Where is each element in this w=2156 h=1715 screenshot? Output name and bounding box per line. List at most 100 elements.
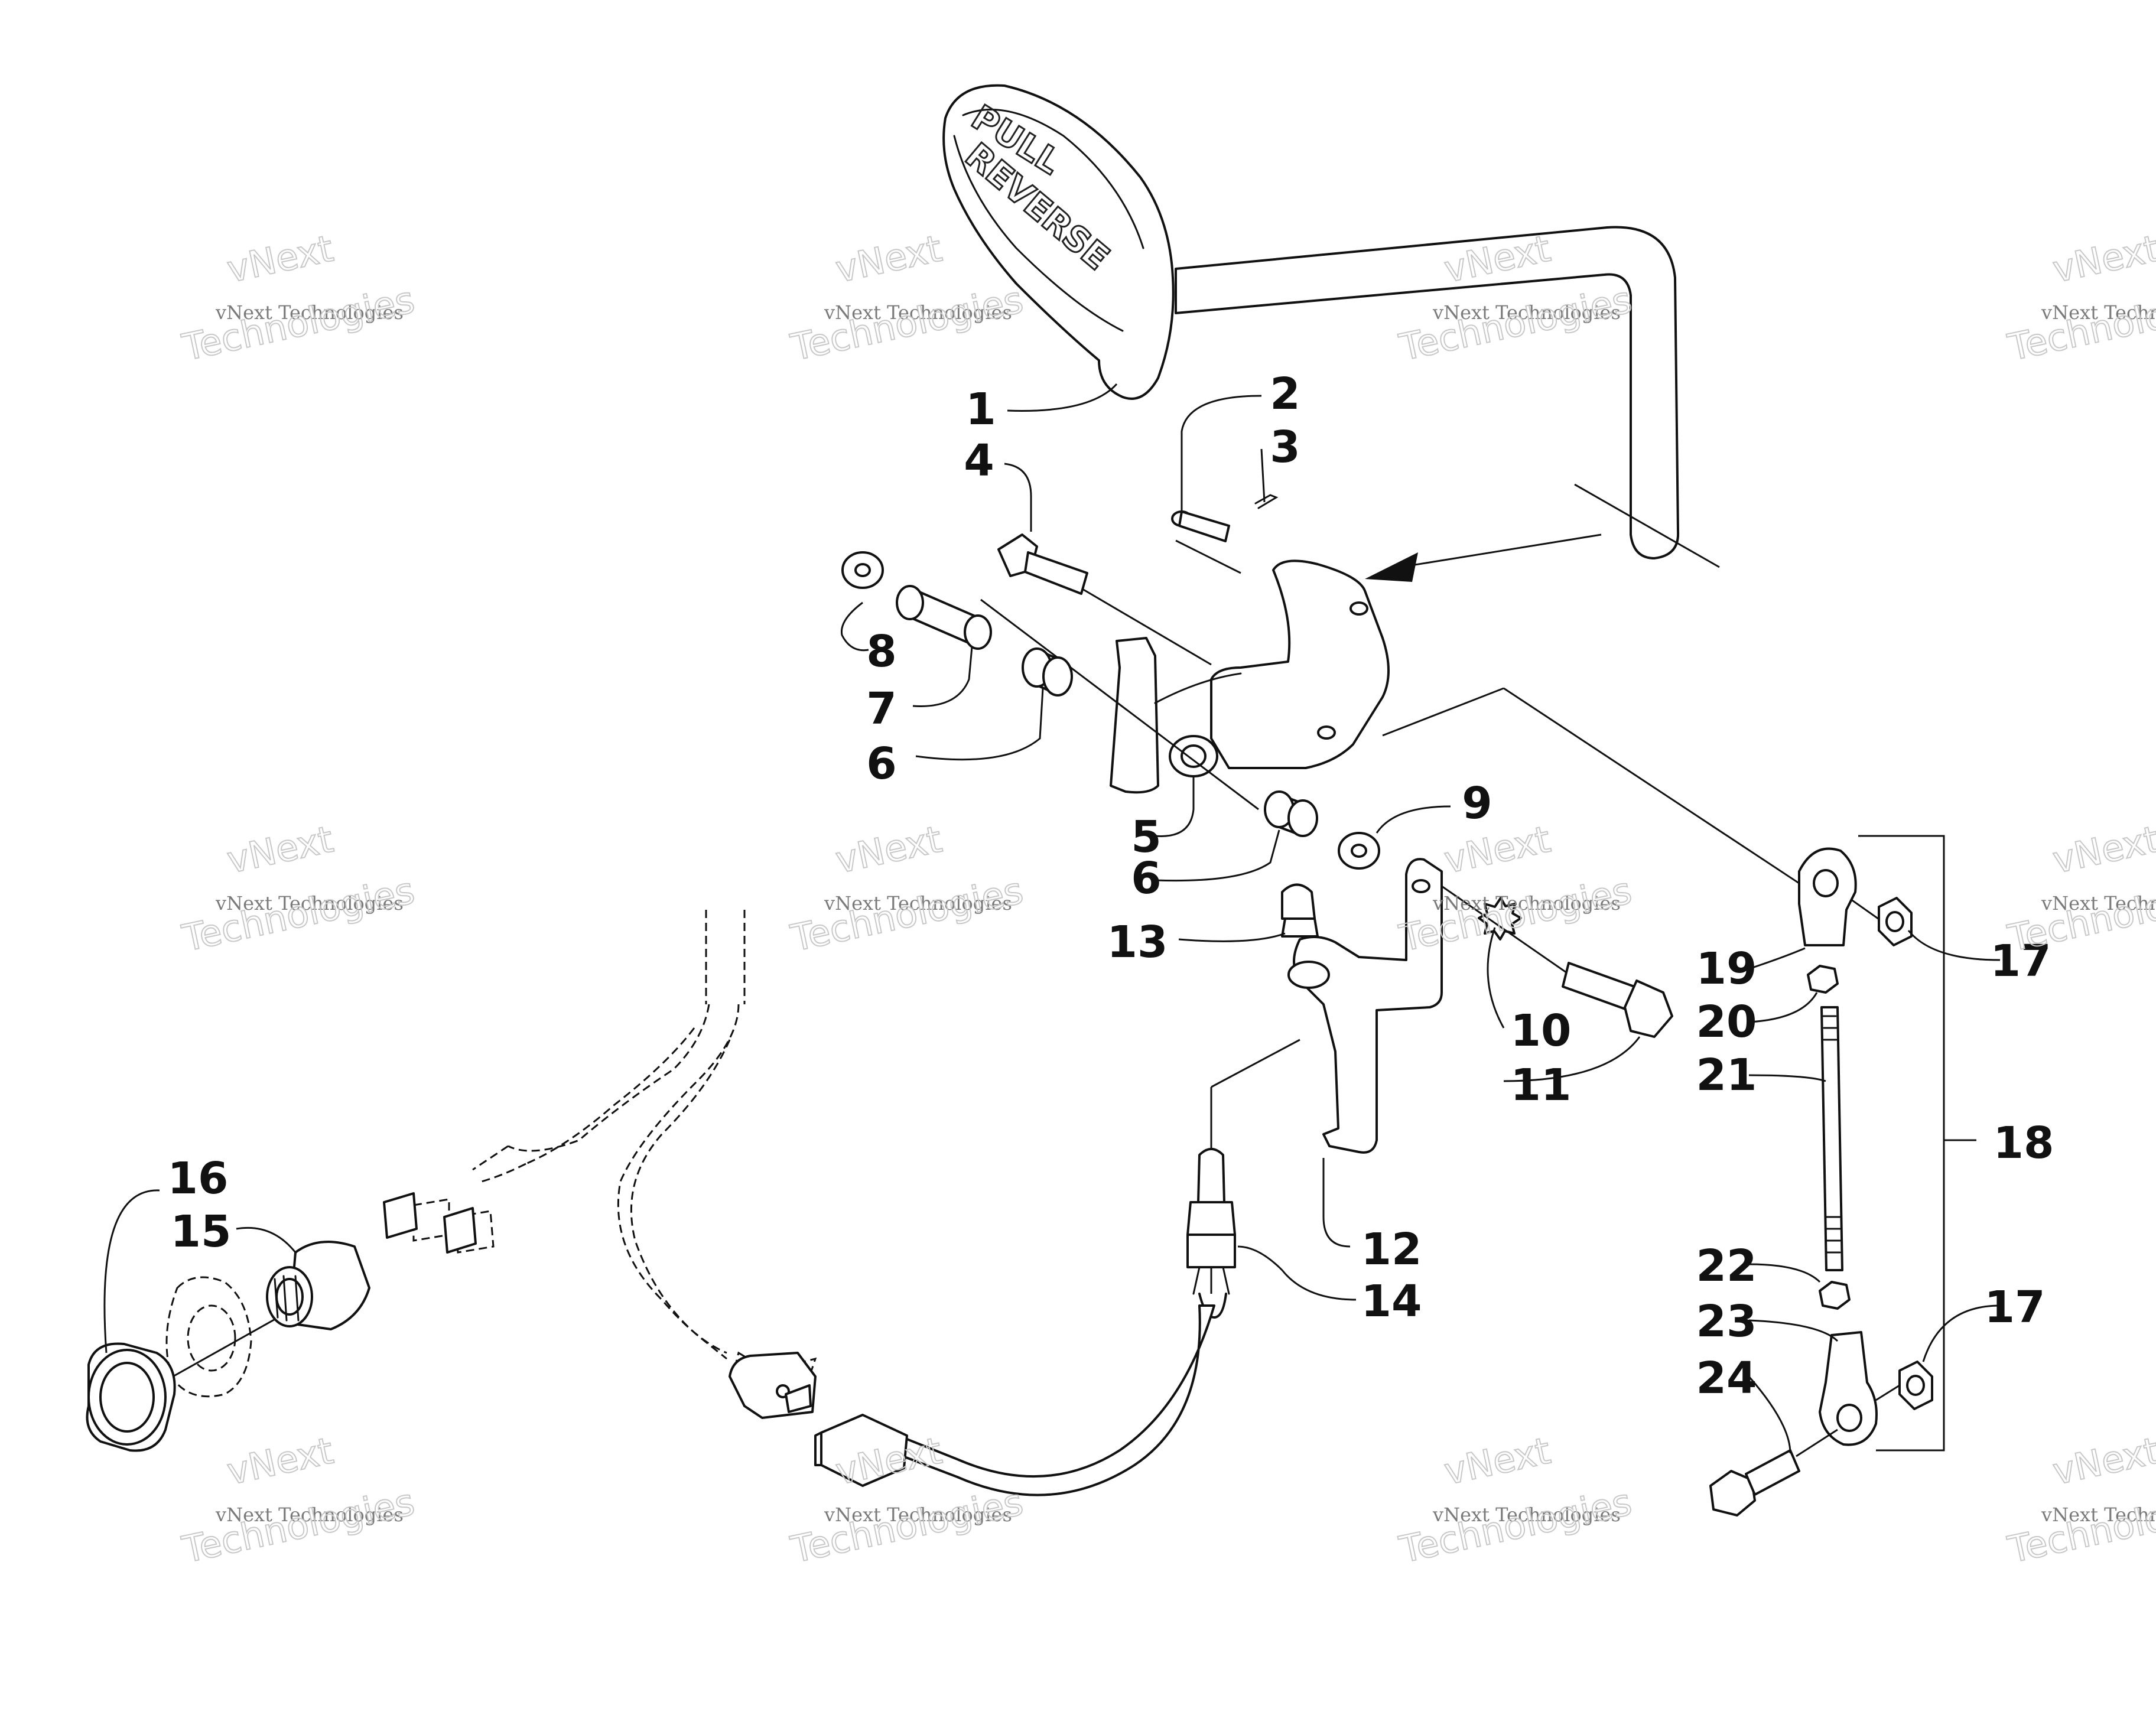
- callout-15: 15: [171, 1206, 232, 1257]
- callout-17b: 17: [1985, 1282, 2046, 1333]
- plug-terminals: [383, 1192, 477, 1254]
- svg-text:vNext Technologies: vNext Technologies: [1432, 301, 1621, 324]
- reverse-handle: PULL REVERSE: [942, 84, 1680, 559]
- nut-17-lower: [1898, 1361, 1933, 1410]
- jam-nut-22: [1819, 1281, 1851, 1310]
- clevis-pin: [1171, 510, 1230, 542]
- callout-13: 13: [1107, 917, 1168, 968]
- rod-end-23: [1819, 1331, 1878, 1446]
- link-line-diag: [1503, 687, 1809, 890]
- svg-text:Technologies: Technologies: [787, 278, 1027, 369]
- washer-9: [1338, 832, 1380, 870]
- assembly-18-bracket: [1858, 835, 1945, 1452]
- callout-6a: 6: [866, 738, 897, 789]
- callout-17a: 17: [1991, 936, 2051, 987]
- svg-text:vNext: vNext: [832, 818, 945, 882]
- rod-centerline: [1365, 483, 1720, 582]
- svg-text:Technologies: Technologies: [178, 1480, 418, 1571]
- callout-numbers: 1 2 3 4 5 6 6 7 8 9 10 11 12 13 14 15 16…: [168, 369, 2054, 1404]
- reverse-switch-14: [814, 1039, 1300, 1496]
- svg-text:Technologies: Technologies: [2004, 278, 2156, 369]
- callout-7: 7: [866, 684, 897, 734]
- svg-text:vNext: vNext: [2049, 227, 2156, 291]
- mounting-panel-dashed: [165, 1276, 252, 1398]
- svg-text:vNext: vNext: [2049, 818, 2156, 882]
- jam-nut-20: [1807, 965, 1839, 994]
- svg-text:vNext Technologies: vNext Technologies: [215, 301, 404, 324]
- svg-text:vNext Technologies: vNext Technologies: [2041, 1504, 2156, 1526]
- link-line-upper: [1382, 687, 1504, 737]
- washer-8: [841, 551, 884, 589]
- watermark: vNext Technologies vNext Technologies: [2004, 1428, 2156, 1572]
- bolt-24: [1709, 1449, 1800, 1517]
- svg-text:Technologies: Technologies: [2004, 1480, 2156, 1571]
- callout-8: 8: [866, 626, 897, 677]
- svg-text:vNext: vNext: [1440, 1429, 1554, 1493]
- svg-text:Technologies: Technologies: [787, 868, 1027, 959]
- svg-text:Technologies: Technologies: [178, 278, 418, 369]
- bolt-11: [1562, 962, 1673, 1038]
- pin-centerline: [1175, 539, 1241, 574]
- svg-text:vNext: vNext: [2049, 1429, 2156, 1493]
- callout-16: 16: [168, 1153, 229, 1204]
- svg-text:vNext Technologies: vNext Technologies: [1432, 892, 1621, 915]
- callout-5: 5: [1131, 812, 1162, 863]
- svg-text:Technologies: Technologies: [787, 1480, 1027, 1571]
- svg-text:vNext: vNext: [832, 227, 945, 291]
- watermark: vNext Technologies vNext Technologies: [2004, 226, 2156, 370]
- cotter-pin: [1254, 494, 1279, 509]
- watermark: vNext Technologies vNext Technologies: [786, 817, 1027, 961]
- nut-17-upper: [1878, 897, 1913, 946]
- svg-text:vNext: vNext: [1440, 818, 1554, 882]
- bushing-6-upper: [1022, 647, 1073, 697]
- svg-text:vNext Technologies: vNext Technologies: [1432, 1504, 1621, 1526]
- rod-end-19: [1798, 847, 1857, 946]
- harness-connector: [729, 1352, 817, 1419]
- watermark: vNext Technologies vNext Technologies: [178, 1428, 419, 1572]
- watermark: vNext Technologies vNext Technologies: [178, 226, 419, 370]
- bushing-6-lower: [1264, 790, 1318, 837]
- bolt-centerline: [1075, 584, 1212, 666]
- nut17-lower-centerline: [1875, 1384, 1900, 1401]
- callout-24: 24: [1696, 1353, 1757, 1404]
- svg-text:Technologies: Technologies: [178, 868, 418, 959]
- callout-12: 12: [1361, 1224, 1422, 1275]
- callout-9: 9: [1462, 778, 1492, 829]
- callout-20: 20: [1696, 997, 1757, 1047]
- svg-text:vNext: vNext: [223, 1429, 337, 1493]
- callout-14: 14: [1361, 1276, 1422, 1327]
- svg-text:vNext Technologies: vNext Technologies: [2041, 301, 2156, 324]
- svg-text:vNext Technologies: vNext Technologies: [824, 301, 1012, 324]
- svg-text:vNext: vNext: [223, 227, 337, 291]
- svg-text:Technologies: Technologies: [2004, 868, 2156, 959]
- callout-21: 21: [1696, 1050, 1757, 1101]
- switch-bracket: [1287, 858, 1443, 1154]
- svg-text:vNext Technologies: vNext Technologies: [824, 1504, 1012, 1526]
- callout-10: 10: [1511, 1005, 1572, 1056]
- callout-19: 19: [1696, 943, 1757, 994]
- callout-2: 2: [1270, 369, 1300, 419]
- shift-bracket: [1110, 559, 1390, 794]
- svg-text:vNext Technologies: vNext Technologies: [215, 1504, 404, 1526]
- callout-18: 18: [1994, 1118, 2054, 1169]
- watermark: vNext Technologies vNext Technologies: [1395, 1428, 1636, 1572]
- svg-text:vNext: vNext: [223, 818, 337, 882]
- lock-nut-16: [86, 1342, 176, 1452]
- wiring-harness-dashed: [412, 910, 817, 1401]
- svg-text:Technologies: Technologies: [1396, 1480, 1635, 1571]
- bushing-centerline: [980, 598, 1259, 811]
- star-washer-10: [1478, 897, 1522, 941]
- svg-text:Technologies: Technologies: [1396, 278, 1635, 369]
- switch-plunger-13: [1281, 883, 1319, 938]
- bolt-4: [997, 533, 1088, 595]
- callout-1: 1: [965, 384, 996, 435]
- callout-3: 3: [1270, 422, 1300, 473]
- callout-11: 11: [1511, 1060, 1572, 1111]
- leader-lines: [103, 383, 2001, 1454]
- watermark: vNext Technologies vNext Technologies: [2004, 817, 2156, 961]
- threaded-rod-21: [1820, 1006, 1843, 1271]
- callout-22: 22: [1696, 1241, 1757, 1291]
- callout-4: 4: [964, 435, 994, 486]
- bolt24-centerline: [1796, 1428, 1838, 1457]
